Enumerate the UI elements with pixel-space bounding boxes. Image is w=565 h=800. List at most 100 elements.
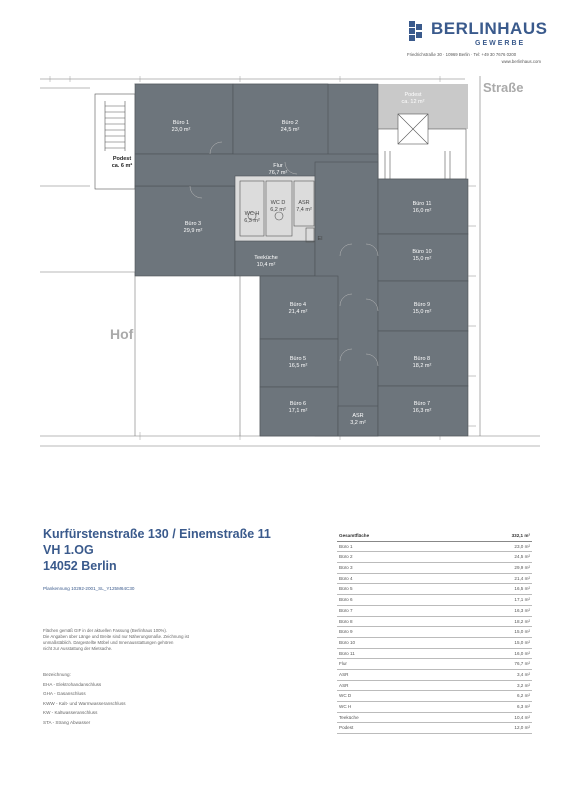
address-block: Kurfürstenstraße 130 / Einemstraße 11 VH… — [43, 526, 271, 574]
area-row-label: ASR — [339, 682, 349, 688]
area-table-row: Büro 5 16,5 m² — [337, 584, 532, 596]
area-table-row: Büro 3 29,9 m² — [337, 563, 532, 574]
note-line: nicht zur Ausstattung der Mietsache. — [43, 646, 113, 651]
brand-website: www.berlinhaus.com — [501, 59, 541, 64]
area-table-row: Büro 1 23,0 m² — [337, 542, 532, 553]
area-table-row: Büro 4 21,4 m² — [337, 574, 532, 585]
yard-label: Hof — [110, 326, 134, 342]
area-row-label: Büro 7 — [339, 607, 353, 613]
note-line: Die Angaben über Länge und Breite sind n… — [43, 634, 189, 639]
area-row-label: Büro 4 — [339, 575, 353, 581]
notes: Flächen gemäß GIF in der aktuellen Fassu… — [43, 628, 243, 652]
area-row-label: Teeküche — [339, 714, 359, 720]
legend-title: Bezeichnung: — [43, 672, 71, 677]
area-row-value: 17,1 m² — [514, 597, 530, 603]
area-table-row: ASR 3,2 m² — [337, 681, 532, 692]
area-row-value: 23,0 m² — [514, 543, 530, 549]
area-row-label: Büro 6 — [339, 597, 353, 603]
area-row-label: ASR — [339, 671, 349, 677]
area-row-label: Büro 1 — [339, 543, 353, 549]
brand-address: Friedrichstraße 30 · 10969 Berlin · Tel:… — [407, 52, 517, 57]
logo: BERLINHAUS GEWERBE Friedrichstraße 30 · … — [405, 18, 548, 66]
area-row-label: Büro 2 — [339, 554, 353, 560]
legend-item: KW - Kaltwasseranschluss — [43, 710, 98, 715]
area-row-value: 16,3 m² — [514, 607, 530, 613]
legend-item: GHA - Gasanschluss — [43, 691, 86, 696]
address-street: Kurfürstenstraße 130 / Einemstraße 11 — [43, 527, 271, 541]
brand-sub: GEWERBE — [475, 40, 526, 47]
area-row-label: WC H — [339, 704, 352, 709]
area-row-label: Büro 10 — [339, 639, 356, 645]
address-floor: VH 1.OG — [43, 543, 94, 557]
area-row-label: Podest — [339, 725, 354, 731]
area-table-row: Büro 2 24,5 m² — [337, 552, 532, 564]
legend-item: KWW - Kalt- und Warmwasseranschluss — [43, 700, 126, 706]
area-table-row: Teeküche 10,4 m² — [337, 713, 532, 724]
floor-plan-drawing — [40, 76, 540, 447]
brand-name: BERLINHAUS — [431, 19, 548, 38]
area-table-row: Büro 9 15,0 m² — [337, 627, 532, 638]
area-row-label: Büro 3 — [339, 565, 353, 571]
area-row-value: 76,7 m² — [514, 661, 530, 667]
area-table-row: Büro 11 16,0 m² — [337, 649, 532, 660]
area-row-label: Büro 11 — [339, 650, 355, 656]
area-table-row: Büro 8 18,2 m² — [337, 617, 532, 628]
area-table-row: Büro 10 15,0 m² — [337, 638, 532, 649]
berlinhaus-logo-icon — [409, 21, 422, 41]
area-row-value: 16,5 m² — [514, 586, 530, 592]
area-row-value: 15,0 m² — [514, 639, 530, 645]
area-table-row: Flur 76,7 m² — [337, 659, 532, 670]
area-row-label: WC D — [339, 693, 352, 699]
area-row-value: 6,2 m² — [516, 693, 530, 699]
area-row-value: 3,2 m² — [516, 682, 530, 688]
area-table-row: Podest 12,0 m² — [337, 723, 532, 735]
area-row-value: 10,4 m² — [514, 714, 530, 720]
area-row-label: Büro 5 — [339, 586, 353, 592]
area-row-value: 29,9 m² — [514, 565, 530, 571]
area-row-label: Büro 8 — [339, 618, 353, 624]
area-row-value: 12,0 m² — [514, 725, 530, 731]
note-line: Flächen gemäß GIF in der aktuellen Fassu… — [43, 628, 167, 633]
plan-number: Plankennung 10292-2001_SL_Y125M64C30 — [43, 586, 135, 591]
area-row-label: Büro 9 — [339, 629, 353, 635]
area-row-value: 24,5 m² — [514, 554, 530, 560]
area-row-value: 18,2 m² — [514, 618, 530, 624]
note-line: unmaßstäblich. Dargestellte Möbel und In… — [43, 640, 174, 645]
area-row-value: 16,0 m² — [514, 650, 530, 656]
legend-item: STA - Strang Abwasser — [43, 719, 91, 725]
area-row-value: 3,4 m² — [516, 671, 530, 677]
area-row-value: 21,4 m² — [514, 575, 530, 581]
area-table-row: Büro 6 17,1 m² — [337, 595, 532, 606]
area-row-value: 15,0 m² — [514, 629, 530, 635]
street-label: Straße — [483, 80, 524, 95]
area-table-row: WC D 6,2 m² — [337, 691, 532, 702]
legend: Bezeichnung: EHA - Elektrohandanschluss … — [43, 670, 243, 727]
area-table-row: ASR 3,4 m² — [337, 670, 532, 681]
area-table-header: Gesamtfläche 332,1 m² — [337, 531, 532, 542]
area-row-label: Flur — [339, 661, 347, 667]
legend-item: EHA - Elektrohandanschluss — [43, 681, 102, 687]
address-city: 14052 Berlin — [43, 559, 117, 573]
